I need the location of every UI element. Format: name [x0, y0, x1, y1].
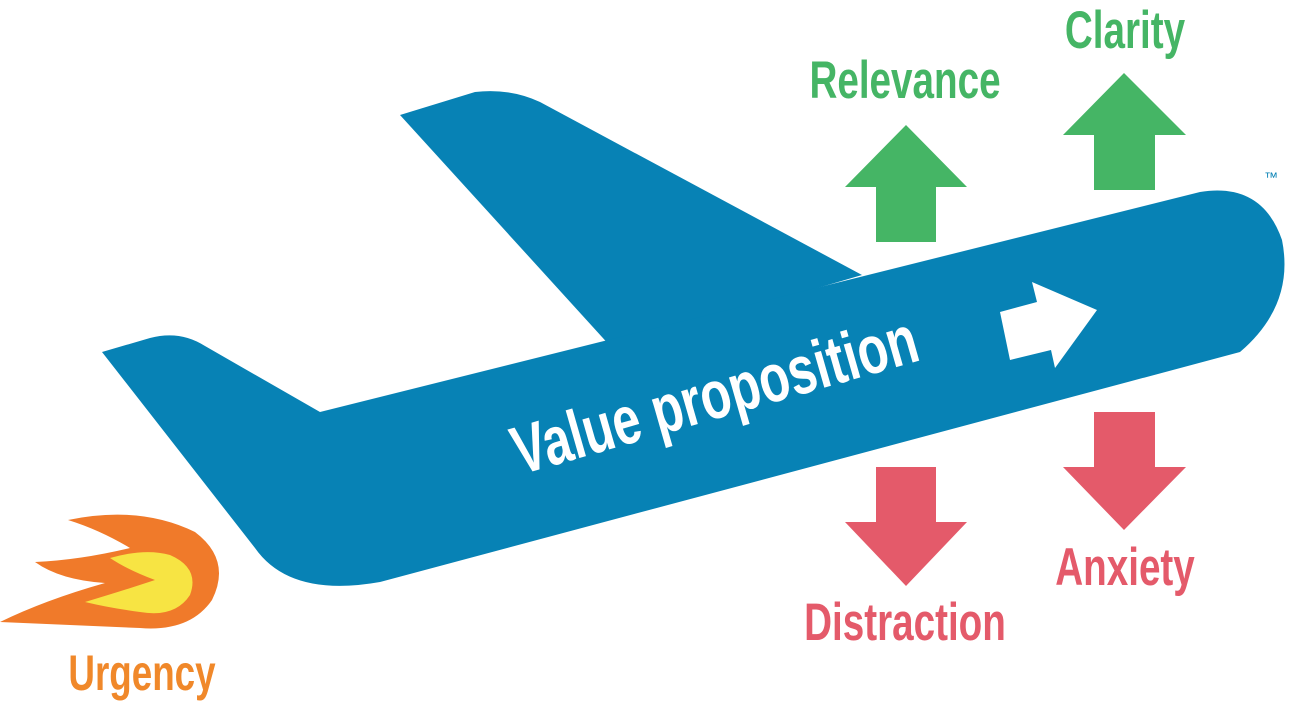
clarity-factor: Clarity [1063, 0, 1186, 190]
distraction-label: Distraction [804, 592, 1006, 651]
anxiety-label: Anxiety [1055, 537, 1195, 596]
relevance-factor: Relevance [809, 50, 1001, 242]
arrow-up-icon [845, 125, 967, 242]
relevance-label: Relevance [809, 50, 1000, 109]
flame-icon [0, 514, 220, 629]
arrow-down-icon [1063, 412, 1186, 530]
arrow-up-icon [1063, 73, 1186, 190]
urgency-factor: Urgency [0, 514, 220, 702]
airplane-icon [102, 91, 1285, 586]
distraction-factor: Distraction [804, 467, 1006, 651]
arrow-right-icon [1000, 282, 1097, 368]
urgency-label: Urgency [68, 646, 216, 702]
anxiety-factor: Anxiety [1055, 412, 1195, 596]
trademark-symbol: ™ [1264, 169, 1278, 185]
clarity-label: Clarity [1065, 0, 1186, 59]
arrow-down-icon [845, 467, 967, 586]
